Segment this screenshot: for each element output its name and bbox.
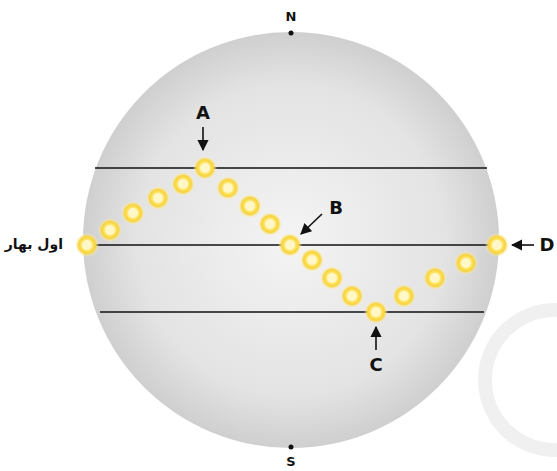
season-label: اول بهار (5, 237, 63, 252)
leader-arrow (202, 127, 204, 150)
sun-dot (320, 266, 344, 290)
sun-dot (423, 266, 447, 290)
sun-dot (216, 176, 240, 200)
sun-core (128, 208, 138, 218)
sun-dot (121, 201, 145, 225)
sun-core (327, 273, 337, 283)
sun-dot (146, 186, 170, 210)
pole-label: N (286, 10, 297, 24)
sun-core (461, 258, 471, 268)
sun-core (178, 179, 188, 189)
sun-core (307, 255, 317, 265)
sun-core (245, 201, 255, 211)
leader-arrow (375, 327, 377, 350)
sun-dot (300, 248, 324, 272)
point-label: A (196, 103, 210, 123)
sun-core (285, 240, 295, 250)
sun-core (492, 240, 502, 250)
point-label: C (369, 355, 382, 375)
sun-dot (258, 212, 282, 236)
pole-dot (289, 31, 294, 36)
sun-dot (193, 156, 217, 180)
sun-dot (485, 233, 509, 257)
sun-core (223, 183, 233, 193)
sun-core (371, 307, 381, 317)
pole-dot (289, 445, 294, 450)
sun-core (153, 193, 163, 203)
sun-dot (238, 194, 262, 218)
sun-core (200, 163, 210, 173)
sun-core (430, 273, 440, 283)
pole-label: S (286, 455, 295, 469)
sphere (83, 32, 499, 448)
watermark-arc (485, 310, 557, 450)
leader-arrow (512, 244, 534, 246)
sun-core (265, 219, 275, 229)
sun-core (82, 240, 92, 250)
sun-dot (364, 300, 388, 324)
sun-core (105, 225, 115, 235)
sun-dot (171, 172, 195, 196)
sun-dot (392, 284, 416, 308)
sun-dot (340, 284, 364, 308)
sun-core (399, 291, 409, 301)
sun-dot (454, 251, 478, 275)
tropic-line (100, 311, 484, 313)
sun-dot (75, 233, 99, 257)
leader-arrow (301, 214, 322, 234)
sun-path (75, 156, 509, 324)
sun-dot (98, 218, 122, 242)
point-label: B (329, 198, 343, 218)
point-label: D (540, 235, 555, 255)
sun-core (347, 291, 357, 301)
tropic-line (95, 167, 487, 169)
sun-dot (278, 233, 302, 257)
